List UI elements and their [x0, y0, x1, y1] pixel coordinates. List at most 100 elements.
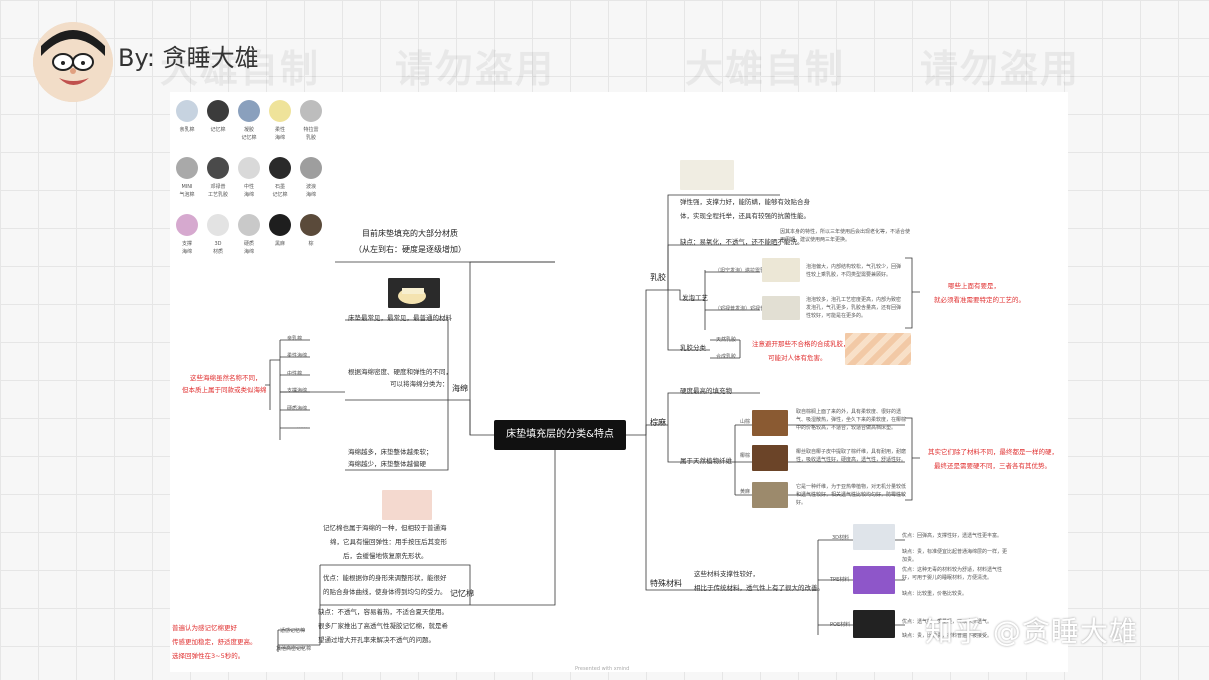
sponge-desc-2a: 根据海绵密度、硬度和弹性的不同， — [348, 368, 452, 376]
material-swatch — [238, 214, 260, 236]
palm-shan-image — [752, 410, 788, 436]
material-swatch — [207, 100, 229, 122]
special-title[interactable]: 特殊材料 — [650, 579, 682, 588]
latex-types-note-1: 注意避开那些不合格的合成乳胶， — [752, 340, 850, 348]
latex-types-note-2: 可能对人体有危害。 — [768, 354, 827, 362]
avatar — [33, 22, 113, 102]
material-label: 波浪 海绵 — [305, 184, 316, 198]
latex-image — [680, 160, 734, 190]
author-label: By: 贪睡大雄 — [118, 44, 259, 72]
material-swatch — [300, 157, 322, 179]
palm-note-1: 其实它们除了材料不同，最终都是一样的硬， — [928, 448, 1058, 456]
sponge-image — [388, 278, 440, 308]
memory-desc-1: 记忆棉也属于海绵的一种，但相较于普通海 — [323, 524, 447, 532]
memory-cons-1: 缺点：不透气，容易着热，不适合夏天使用。 — [318, 608, 448, 616]
latex-dunlop-image — [762, 296, 800, 320]
latex-type-1: 天然乳胶 — [716, 337, 737, 343]
watermark-4: 请勿盗用 — [920, 47, 1081, 91]
material-swatch — [238, 157, 260, 179]
special-item-3-desc-1: 优点：透气好，质量轻，可以水洗透气。 — [902, 619, 993, 625]
sponge-type-3: 中性棉 — [287, 371, 303, 377]
material-swatch — [207, 157, 229, 179]
material-label: 棕 — [308, 241, 314, 247]
memory-pros-1: 优点：能根据你的身形来调整形状，能很好 — [323, 574, 447, 582]
latex-title[interactable]: 乳胶 — [650, 273, 666, 282]
latex-desc-2: 体，实现全程托举，还具有较强的抗菌性能。 — [680, 212, 810, 220]
latex-type-2: 合成乳胶 — [716, 354, 737, 360]
material-swatch — [269, 214, 291, 236]
latex-cons: 缺点：易氧化，不透气，还不能晒不能洗。 — [680, 238, 804, 246]
special-item-3-desc-2: 缺点：贵，比较贵，材料普遍不被接受。 — [902, 633, 993, 639]
special-item-2-name: TPE材料 — [830, 577, 850, 583]
palm-jute-image — [752, 482, 788, 508]
memory-note-2: 传感更加稳定，舒适度更高。 — [172, 638, 257, 646]
latex-cons-detail: 因其本身的特性，所以三年使用后会出现老化等，不适合使用周期，建议使用两三年更换。 — [780, 229, 911, 243]
memory-title[interactable]: 记忆棉 — [450, 589, 474, 598]
sponge-desc-3a: 海绵越多，床垫整体越柔软； — [348, 448, 433, 456]
memory-cons-2: 很多厂家推出了高透气性凝胶记忆棉，就是希 — [318, 622, 448, 630]
special-item-1-desc-2: 缺点：贵，标准便宜比起普通海绵层的一样，更加贵。 — [902, 549, 1008, 563]
special-item-2-desc-1: 优点：这种无毒的材料较为舒适，材料透气性好，可用于婴儿的睡眠材料，方便清洗。 — [902, 567, 1003, 581]
palm-item-1-desc: 取自棕榈上面了来的外，具有柔软度、很好的透气、吸湿散热，弹性，坐久下来的柔软度，… — [796, 409, 907, 431]
material-swatch — [269, 157, 291, 179]
latex-process-note-1: 哪些上面有要是， — [948, 282, 1000, 290]
latex-desc-1: 弹性强，支撑力好，能防螨，能够有效贴合身 — [680, 198, 810, 206]
avatar-illustration — [33, 22, 113, 102]
watermark-3: 大雄自制 — [685, 47, 846, 91]
special-tpe-image — [853, 566, 895, 594]
material-label: 邓禄普 工艺乳胶 — [207, 184, 228, 198]
material-swatch — [300, 214, 322, 236]
sponge-type-2: 柔性海绵 — [287, 353, 308, 359]
sponge-type-6: …… — [297, 424, 307, 430]
watermark-2: 请勿盗用 — [395, 47, 556, 91]
special-desc-2: 相比于传统材料，透气性上有了很大的改善。 — [694, 584, 824, 592]
latex-process-item-2: （邓禄普发泡）邓禄普乳胶 — [715, 306, 776, 312]
material-label: 凝胶 记忆棉 — [241, 127, 257, 141]
latex-talalay-image — [762, 258, 800, 282]
sponge-desc-1: 床垫最常见，最常见，最普通的材料 — [348, 314, 452, 322]
memory-note-3: 选择回弹性在3~5秒的。 — [172, 652, 245, 660]
memory-cons-3: 望通过增大开孔率来解决不透气的问题。 — [318, 636, 435, 644]
material-label: 硬质 海绵 — [243, 241, 254, 255]
palm-natural-label: 属于天然植物纤维 — [680, 457, 732, 465]
material-swatch — [176, 157, 198, 179]
palm-item-3-desc: 它是一种纤维，为于亚热带植物，对无机分量较低和透气性较好，相关透气性比较均匀好，… — [796, 484, 907, 506]
sponge-title[interactable]: 海绵 — [452, 384, 468, 393]
material-label: 特拉雷 乳胶 — [303, 127, 319, 141]
palm-item-2-name: 椰棕 — [740, 453, 751, 459]
material-swatch — [176, 100, 198, 122]
memory-image — [382, 490, 432, 520]
memory-desc-3: 后，会缓慢地恢复原先形状。 — [343, 552, 428, 560]
memory-type-1: 适感记忆棉 — [280, 628, 306, 634]
latex-process-desc-2: 泡泡较多，泡孔工艺密度更高，内部为致密发泡孔，气孔更多，乳胶含量高，还有回弹性较… — [806, 297, 902, 319]
material-label: 支撑 海绵 — [181, 241, 192, 255]
latex-process-note-2: 就必须看准需要特定的工艺的。 — [934, 296, 1025, 304]
material-label: 3D 材质 — [212, 241, 223, 255]
material-label: 记忆棉 — [210, 127, 226, 133]
special-item-2-desc-2: 缺点：比较重，价格比较贵。 — [902, 591, 968, 597]
center-topic[interactable]: 床垫填充层的分类&特点 — [494, 420, 626, 450]
special-poe-image — [853, 610, 895, 638]
materials-caption-2: （从左到右：硬度是逐级增加） — [354, 245, 466, 254]
material-label: 黑麻 — [274, 241, 285, 247]
material-swatch — [300, 100, 322, 122]
material-swatch — [207, 214, 229, 236]
palm-title[interactable]: 棕麻 — [650, 418, 666, 427]
latex-process-desc-1: 泡泡偏大，内部结构较松，气孔较少，回弹性较上乘乳胶，不同类型需要兼顾好。 — [806, 264, 902, 278]
palm-note-2: 最终还是需要硬不同，三者各有其优势。 — [934, 462, 1051, 470]
special-item-1-name: 3D材料 — [832, 535, 850, 541]
sponge-note-1: 这些海绵虽然名称不同， — [190, 374, 262, 382]
special-3d-image — [853, 524, 895, 550]
latex-process-label: 发泡工艺 — [682, 294, 708, 302]
special-desc-1: 这些材料支撑性较好， — [694, 570, 759, 578]
watermark-1: 大雄自制 — [160, 47, 321, 91]
memory-type-2: 其他高密记忆棉 — [276, 646, 312, 652]
material-label: 石墨 记忆棉 — [272, 184, 288, 198]
palm-item-3-name: 黄麻 — [740, 489, 751, 495]
sponge-type-1: 亲乳棉 — [287, 336, 303, 342]
material-label: 亲乳棉 — [179, 127, 195, 133]
sponge-desc-2b: 可以将海绵分类为： — [390, 380, 449, 388]
material-label: MINI 气泡棉 — [179, 184, 195, 198]
latex-types-label: 乳胶分类 — [680, 344, 706, 352]
